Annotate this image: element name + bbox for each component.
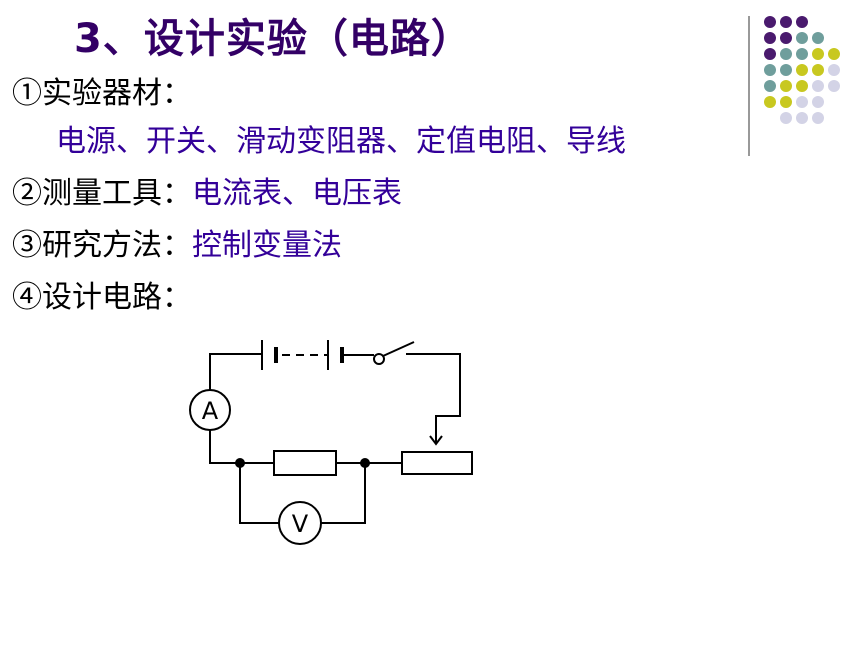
- decorative-dot: [796, 48, 808, 60]
- wire-right: [406, 353, 461, 444]
- decorative-dot: [812, 96, 824, 108]
- tools-label: ②测量工具：: [12, 176, 192, 211]
- decorative-dot: [780, 80, 792, 92]
- materials-line: ①实验器材：: [12, 68, 192, 112]
- decorative-dot: [828, 64, 840, 76]
- decorative-dot-grid: [764, 16, 840, 124]
- decorative-dot: [828, 48, 840, 60]
- wire-left-bottom: [209, 430, 274, 464]
- decorative-dot: [796, 80, 808, 92]
- tools-value: 电流表、电压表: [192, 176, 402, 211]
- voltmeter-wire-left: [239, 463, 279, 524]
- slide-title: 3、设计实验（电路）: [74, 16, 472, 62]
- decorative-dot: [764, 48, 776, 60]
- decorative-dot: [780, 32, 792, 44]
- voltmeter-circle: [278, 501, 322, 545]
- method-label: ③研究方法：: [12, 228, 192, 263]
- decorative-dot: [780, 112, 792, 124]
- switch-blade: [382, 341, 415, 357]
- method-line: ③研究方法：控制变量法: [12, 220, 342, 264]
- circuit-label: ④设计电路：: [12, 280, 192, 315]
- decorative-dot: [828, 80, 840, 92]
- decorative-dot: [764, 96, 776, 108]
- decorative-dot: [812, 32, 824, 44]
- decorative-dot: [796, 16, 808, 28]
- decorative-dot: [764, 80, 776, 92]
- decorative-dot: [764, 64, 776, 76]
- decorative-dot: [764, 16, 776, 28]
- tools-line: ②测量工具：电流表、电压表: [12, 168, 402, 212]
- materials-value: 电源、开关、滑动变阻器、定值电阻、导线: [56, 124, 626, 159]
- fixed-resistor: [273, 450, 337, 476]
- decorative-dot: [764, 32, 776, 44]
- switch-pivot: [373, 353, 385, 365]
- decorative-dot: [780, 64, 792, 76]
- decorative-dot: [812, 80, 824, 92]
- circuit-line: ④设计电路：: [12, 272, 192, 316]
- decorative-divider: [748, 16, 750, 156]
- decorative-dot: [812, 48, 824, 60]
- decorative-dot: [796, 64, 808, 76]
- ammeter-symbol: A: [202, 397, 219, 425]
- junction-right: [360, 458, 370, 468]
- decorative-dot: [812, 64, 824, 76]
- decorative-dot: [780, 48, 792, 60]
- materials-label: ①实验器材：: [12, 76, 192, 111]
- rheostat-slider-arrow: [429, 435, 443, 446]
- decorative-dot: [796, 32, 808, 44]
- decorative-dot: [780, 96, 792, 108]
- method-value: 控制变量法: [192, 228, 342, 263]
- circuit-diagram: A V: [189, 340, 473, 545]
- rheostat: [401, 451, 473, 475]
- decorative-dot: [796, 96, 808, 108]
- voltmeter-symbol: V: [292, 510, 309, 538]
- decorative-dot: [812, 112, 824, 124]
- wire-top-left: [209, 353, 262, 390]
- decorative-dot: [796, 112, 808, 124]
- voltmeter-wire-right: [320, 463, 366, 524]
- decorative-dot: [780, 16, 792, 28]
- junction-left: [235, 458, 245, 468]
